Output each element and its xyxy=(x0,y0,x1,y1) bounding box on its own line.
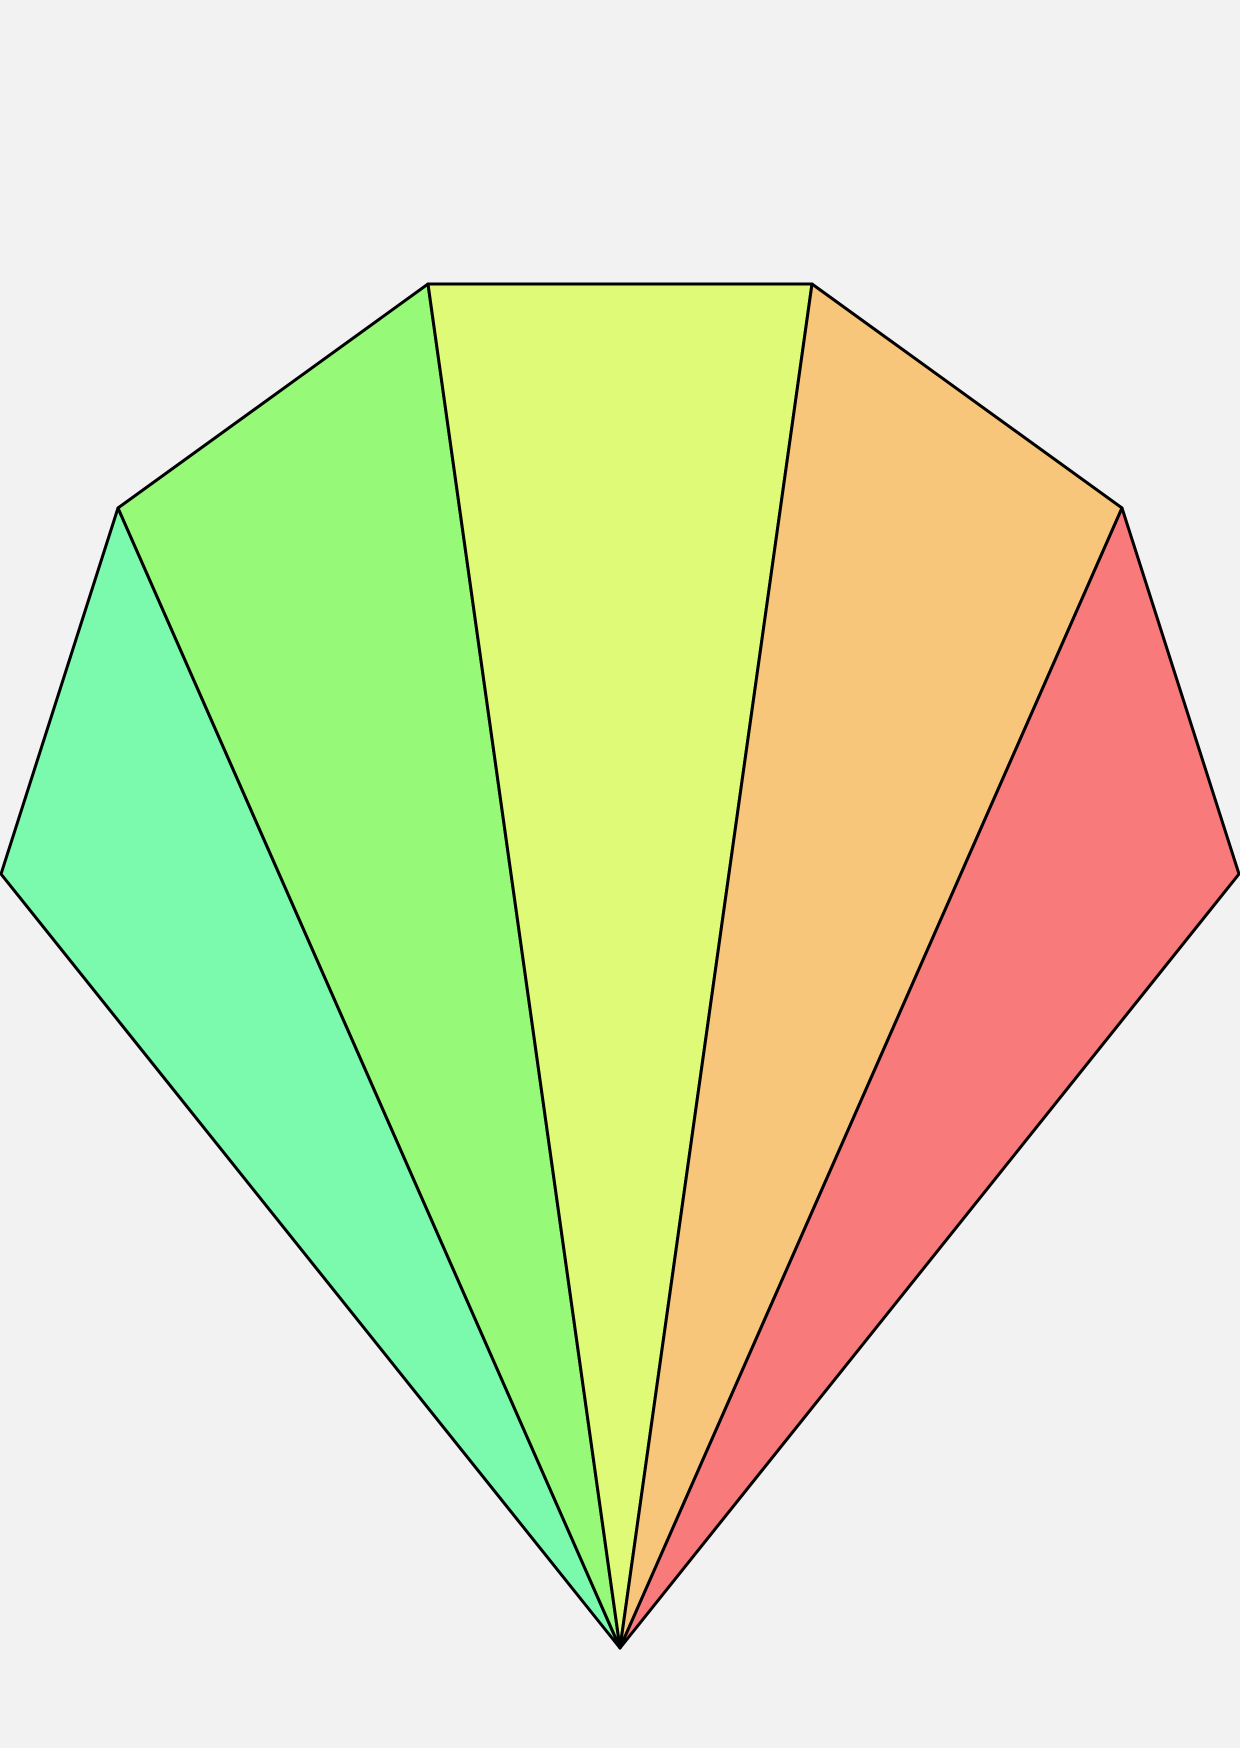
sector-5 xyxy=(618,506,1240,1650)
fan-sectors xyxy=(0,282,1240,1650)
